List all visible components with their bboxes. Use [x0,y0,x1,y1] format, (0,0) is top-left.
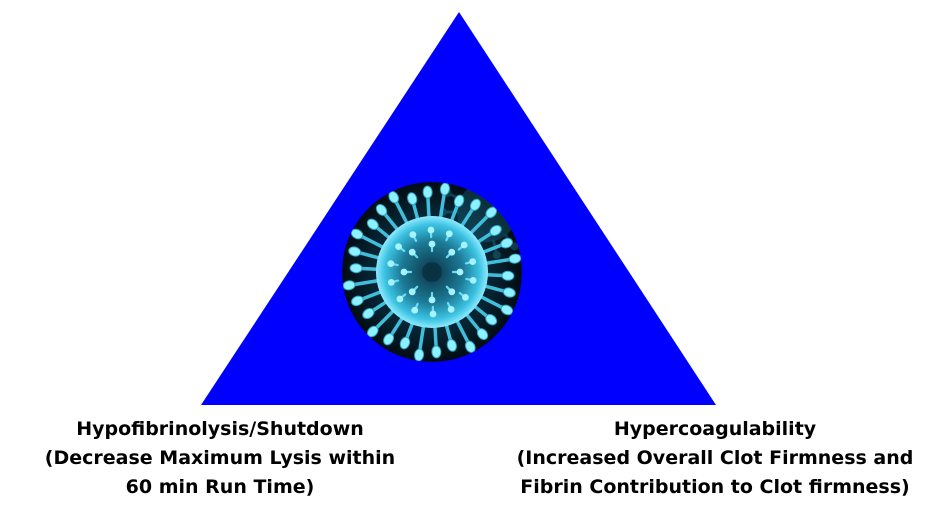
left-caption-detail-1: (Decrease Maximum Lysis within [30,444,410,473]
right-caption: Hypercoagulability (Increased Overall Cl… [505,415,925,502]
left-caption: Hypofibrinolysis/Shutdown (Decrease Maxi… [30,415,410,502]
left-caption-detail-2: 60 min Run Time) [30,473,410,502]
right-caption-detail-1: (Increased Overall Clot Firmness and [505,444,925,473]
left-caption-title: Hypofibrinolysis/Shutdown [30,415,410,444]
right-caption-detail-2: Fibrin Contribution to Clot firmness) [505,473,925,502]
right-caption-title: Hypercoagulability [505,415,925,444]
